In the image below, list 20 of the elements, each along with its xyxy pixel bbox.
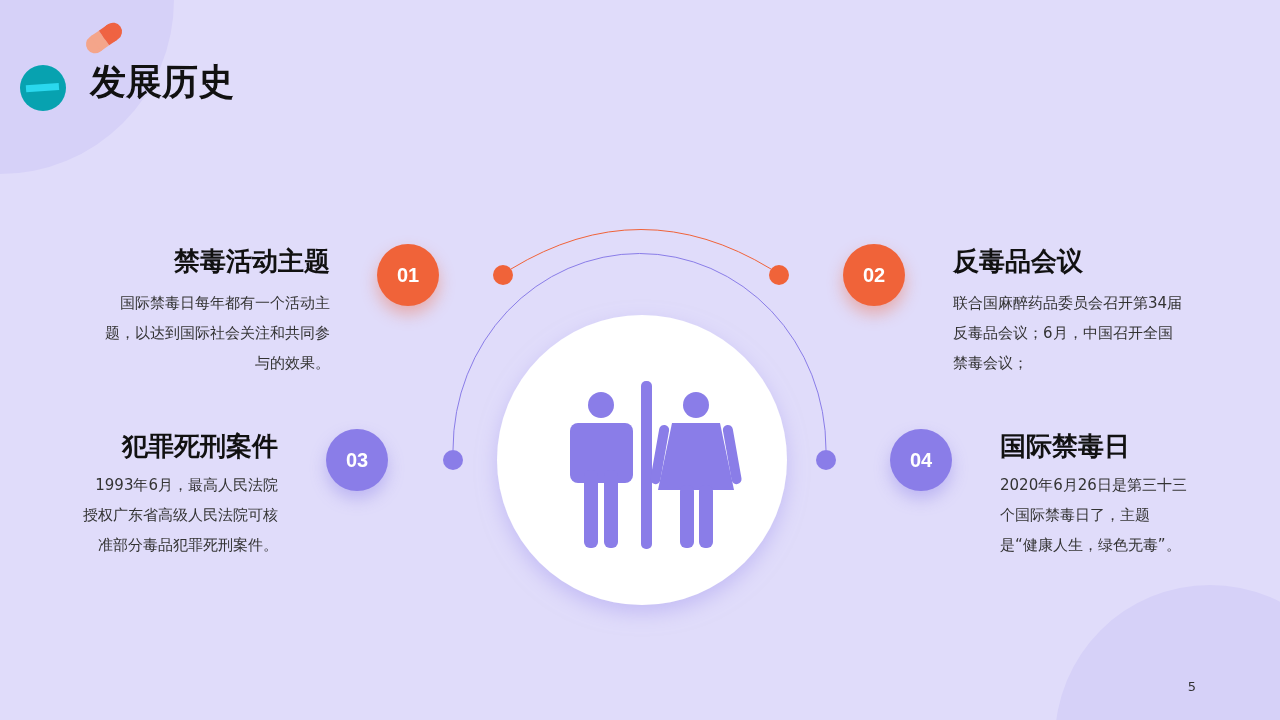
slide-title: 发展历史 xyxy=(90,60,234,104)
dot xyxy=(493,265,513,285)
item-description: 1993年6月，最高人民法院授权广东省高级人民法院可核准部分毒品犯罪死刑案件。 xyxy=(82,475,278,556)
item-heading: 禁毒活动主题 xyxy=(174,245,330,278)
item-description: 2020年6月26日是第三十三个国际禁毒日了，主题是“健康人生，绿色无毒”。 xyxy=(1000,475,1187,556)
item-heading: 犯罪死刑案件 xyxy=(122,430,278,463)
number-circle: 02 xyxy=(843,244,905,306)
dot xyxy=(443,450,463,470)
arc-line xyxy=(452,253,827,451)
item-heading: 反毒品会议 xyxy=(953,245,1083,278)
item-heading: 国际禁毒日 xyxy=(1000,430,1130,463)
dot xyxy=(816,450,836,470)
dot xyxy=(769,265,789,285)
number-circle: 04 xyxy=(890,429,952,491)
item-description: 国际禁毒日每年都有一个活动主题，以达到国际社会关注和共同参与的效果。 xyxy=(104,293,330,374)
page-number: 5 xyxy=(1187,679,1196,694)
number-circle: 03 xyxy=(326,429,388,491)
arc-line xyxy=(510,229,772,270)
number-circle: 01 xyxy=(377,244,439,306)
item-description: 联合国麻醉药品委员会召开第34届反毒品会议；6月，中国召开全国禁毒会议； xyxy=(953,293,1184,374)
